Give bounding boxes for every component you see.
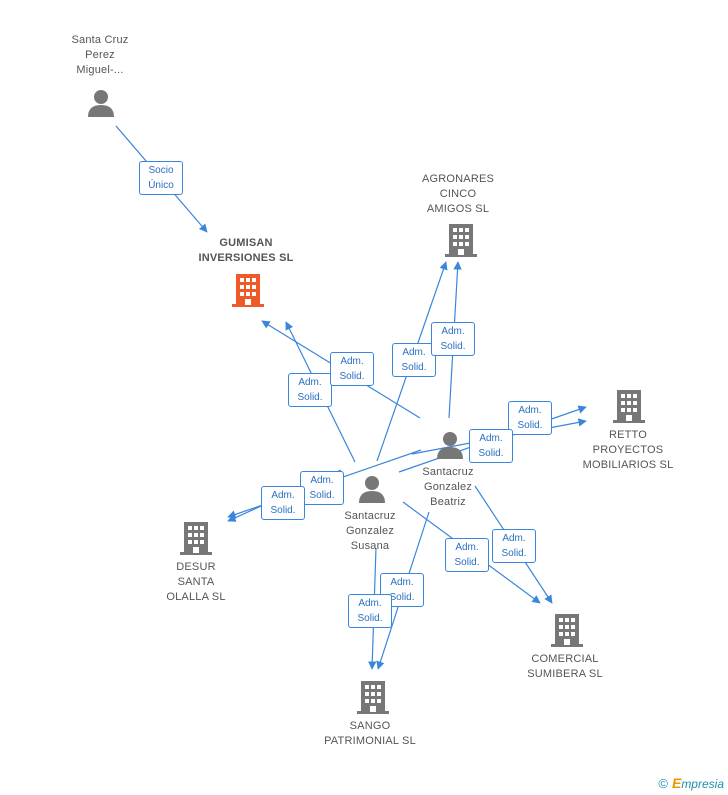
person-icon[interactable] <box>86 88 116 118</box>
edge-label-adm-solid: Adm. Solid. <box>445 538 489 572</box>
person-icon[interactable] <box>357 474 387 504</box>
building-icon[interactable] <box>445 222 477 258</box>
node-label-santacruz-beatriz[interactable]: Santacruz Gonzalez Beatriz <box>422 466 474 508</box>
building-icon[interactable] <box>357 679 389 715</box>
node-label-gumisan[interactable]: GUMISAN INVERSIONES SL <box>198 237 294 264</box>
building-icon[interactable] <box>232 272 264 308</box>
edge-label-adm-solid: Adm. Solid. <box>330 352 374 386</box>
edge-label-adm-solid: Adm. Solid. <box>288 373 332 407</box>
edge-label-socio-unico: Socio Único <box>139 161 183 195</box>
node-label-santacruz-susana[interactable]: Santacruz Gonzalez Susana <box>344 510 396 552</box>
footer-credit: © Empresia <box>658 775 724 791</box>
node-label-retto[interactable]: RETTO PROYECTOS MOBILIARIOS SL <box>582 429 674 471</box>
building-icon[interactable] <box>551 612 583 648</box>
edge-label-adm-solid: Adm. Solid. <box>300 471 344 505</box>
edge-label-adm-solid: Adm. Solid. <box>431 322 475 356</box>
node-label-desur[interactable]: DESUR SANTA OLALLA SL <box>166 561 226 603</box>
node-label-santa-cruz-perez[interactable]: Santa Cruz Perez Miguel-... <box>71 34 129 76</box>
person-icon[interactable] <box>435 430 465 460</box>
node-label-comercial[interactable]: COMERCIAL SUMIBERA SL <box>527 653 603 680</box>
brand-logo[interactable]: Empresia <box>671 775 724 791</box>
building-icon[interactable] <box>180 520 212 556</box>
edge-label-adm-solid: Adm. Solid. <box>492 529 536 563</box>
edge-label-adm-solid: Adm. Solid. <box>348 594 392 628</box>
building-icon[interactable] <box>613 388 645 424</box>
copyright-icon: © <box>658 775 668 791</box>
node-label-sango[interactable]: SANGO PATRIMONIAL SL <box>324 720 416 747</box>
edge-label-adm-solid: Adm. Solid. <box>508 401 552 435</box>
edge-label-adm-solid: Adm. Solid. <box>392 343 436 377</box>
node-label-agronares[interactable]: AGRONARES CINCO AMIGOS SL <box>421 173 495 215</box>
edge-label-adm-solid: Adm. Solid. <box>261 486 305 520</box>
edge-label-adm-solid: Adm. Solid. <box>469 429 513 463</box>
